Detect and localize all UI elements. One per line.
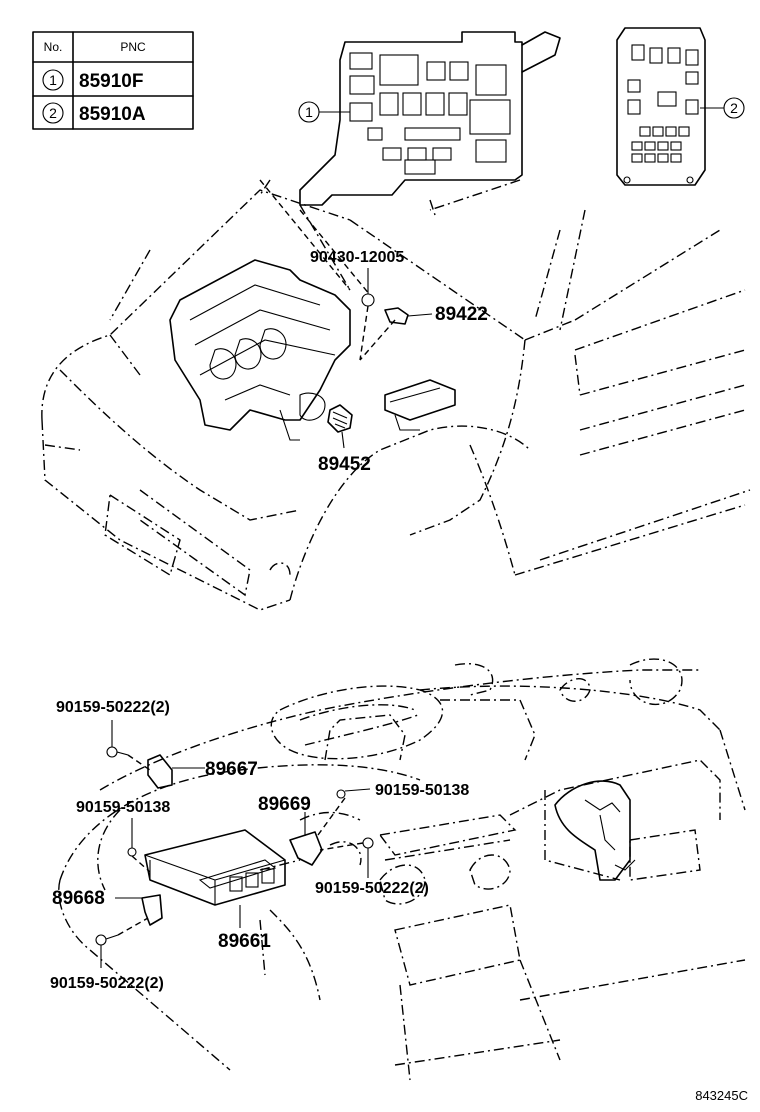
table-header-no: No.	[44, 40, 63, 54]
relay-block-2-drawing	[616, 27, 706, 186]
bracket-89667-drawing	[147, 754, 205, 789]
steering-column-drawing	[554, 780, 636, 881]
table-row-1-pnc: 85910F	[79, 71, 143, 92]
leader-block1-grommet	[299, 209, 371, 296]
leader-block1-engine	[259, 179, 351, 291]
row-2-circle-icon	[42, 102, 64, 124]
callout-1-number: 1	[305, 104, 313, 120]
relay-block-2-callout: 2	[700, 97, 745, 119]
sensor-89452-drawing	[327, 404, 353, 449]
label-89661: 89661	[218, 931, 271, 952]
callout-2-circle-icon	[723, 97, 745, 119]
table-row-2-pnc: 85910A	[79, 104, 146, 125]
ecu-89661-drawing	[144, 829, 286, 928]
row-1-circle-icon	[42, 69, 64, 91]
label-89422: 89422	[435, 304, 488, 325]
sensor-89422-drawing	[384, 307, 433, 325]
label-90159-50138-right: 90159-50138	[375, 782, 469, 799]
dashboard-outline	[58, 658, 746, 1081]
callout-2-number: 2	[730, 100, 738, 116]
label-89668: 89668	[52, 888, 105, 909]
table-row-1-no: 1	[49, 72, 57, 88]
bracket-89669-drawing	[289, 812, 323, 866]
label-90159-50138-left: 90159-50138	[76, 799, 170, 816]
bracket-89668-drawing	[115, 894, 163, 926]
label-89667: 89667	[205, 759, 258, 780]
part-table: No. PNC 1 85910F 2 85910A	[32, 31, 194, 130]
reference-code: 843245C	[695, 1088, 748, 1103]
label-90430-12005: 90430-12005	[310, 249, 404, 266]
label-90159-50222-top-left: 90159-50222(2)	[56, 699, 170, 716]
relay-block-1-drawing	[299, 31, 561, 206]
bolts-drawing	[95, 720, 374, 968]
label-89452: 89452	[318, 454, 371, 475]
engine-drawing	[169, 259, 456, 441]
table-row-2-no: 2	[49, 105, 57, 121]
label-89669: 89669	[258, 794, 311, 815]
table-header-pnc: PNC	[120, 40, 146, 54]
grommet-90430-drawing	[359, 268, 396, 361]
label-90159-50222-bottom: 90159-50222(2)	[50, 975, 164, 992]
label-90159-50222-mid: 90159-50222(2)	[315, 880, 429, 897]
vehicle-front-outline	[41, 179, 751, 611]
relay-block-1-callout: 1	[298, 101, 350, 123]
